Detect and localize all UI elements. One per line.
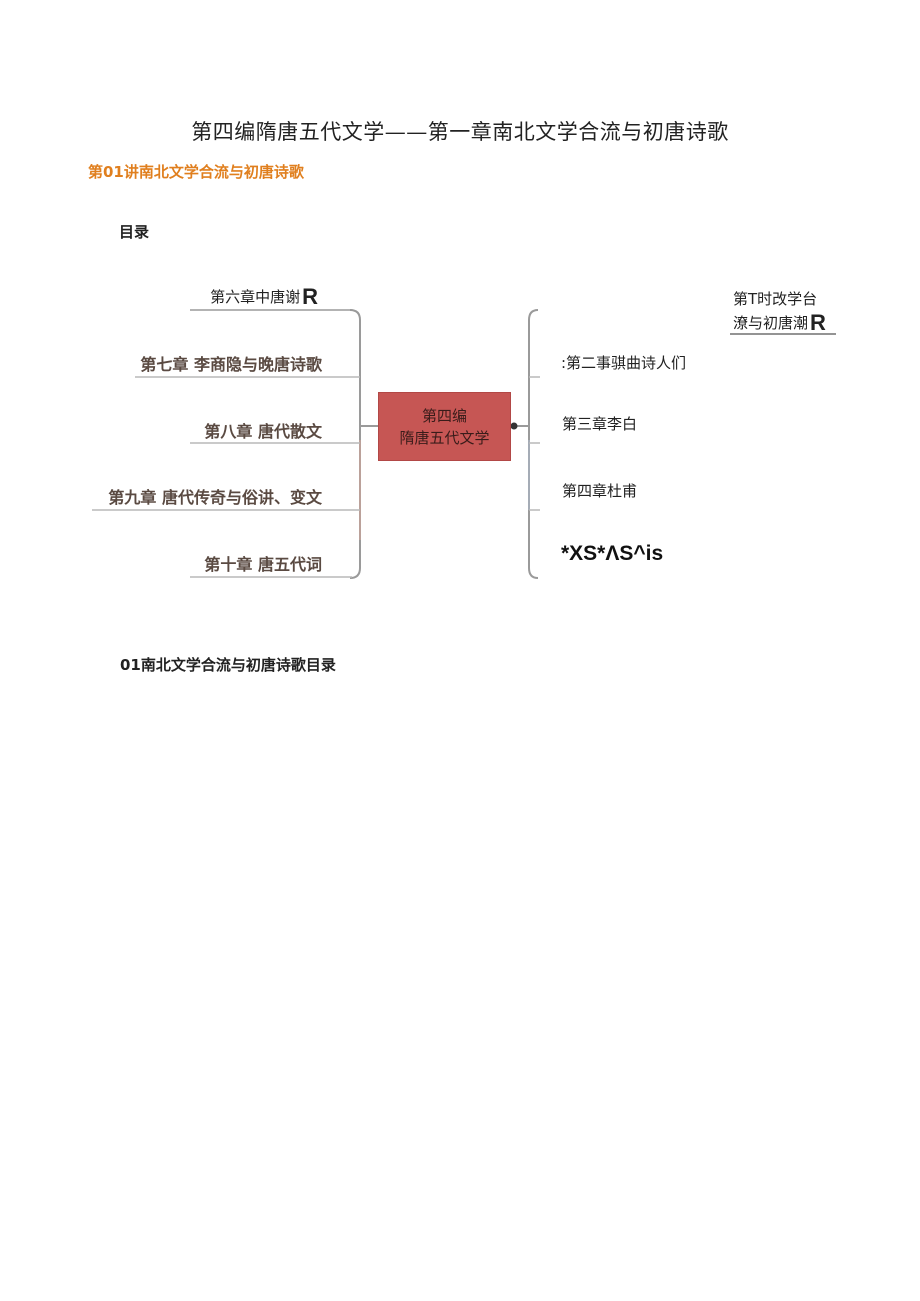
right-branch-label-5: *XS*ΛS^is [561,542,664,565]
left-branch-suffix-1: R [302,284,318,309]
left-branch-label-1: 第六章中唐谢 [210,288,301,306]
lecture-heading: 第01讲南北文学合流与初唐诗歌 [88,163,304,181]
center-node-line1: 第四编 [421,406,467,425]
right-branch-line1-1: 第T时改学台 [733,290,818,308]
mindmap-diagram [92,309,836,579]
right-trunk-line [528,309,539,579]
left-branch-item-4: 第九章 唐代传奇与俗讲、变文 [108,484,322,508]
right-branch-item-2: :第二事骐曲诗人们 [561,352,686,373]
section-heading: 01南北文学合流与初唐诗歌目录 [120,656,336,674]
left-branch-label-5: 第十章 唐五代词 [204,555,322,574]
left-branch-item-1: 第六章中唐谢R [210,284,318,310]
right-connector-dot [510,422,518,430]
left-branch-item-3: 第八章 唐代散文 [204,418,322,442]
right-branch-item-5: *XS*ΛS^is [561,542,663,566]
right-branch-item-1: 第T时改学台 潦与初唐潮R [733,288,826,335]
left-branch-item-5: 第十章 唐五代词 [204,551,322,575]
mindmap-center-node: 第四编 隋唐五代文学 [378,392,511,461]
left-branch-item-2: 第七章 李商隐与晚唐诗歌 [140,351,322,375]
toc-label: 目录 [119,223,150,241]
right-branch-item-4: 第四章杜甫 [562,480,637,501]
left-branch-label-2: 第七章 李商隐与晚唐诗歌 [140,355,322,374]
right-branch-line2-text-1: 潦与初唐潮 [733,314,809,332]
document-title: 第四编隋唐五代文学——第一章南北文学合流与初唐诗歌 [191,120,729,144]
right-branch-item-3: 第三章李白 [562,413,637,434]
right-branch-label-3: 第三章李白 [562,415,638,433]
right-branch-label-4: 第四章杜甫 [562,482,638,500]
left-trunk-line [349,309,361,579]
right-branch-line2-1: 潦与初唐潮R [733,311,826,335]
center-node-line2: 隋唐五代文学 [399,428,490,447]
left-branch-label-4: 第九章 唐代传奇与俗讲、变文 [108,488,322,507]
right-branch-label-2: :第二事骐曲诗人们 [561,354,687,372]
right-branch-suffix-1: R [810,310,826,335]
left-branch-label-3: 第八章 唐代散文 [204,422,322,441]
